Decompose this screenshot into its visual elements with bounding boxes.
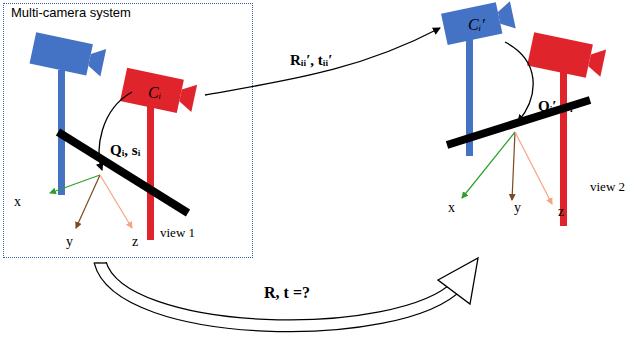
transform-label: Rᵢᵢ′, tᵢᵢ′ [290,52,332,69]
axis-label: x [448,200,455,215]
group-title: Multi-camera system [11,6,131,20]
view-label: view 2 [590,180,625,194]
view-label: view 1 [160,226,195,240]
pose-label: Qᵢ′, sᵢ′ [538,98,577,115]
camera-label: Cᵢ′ [468,16,485,34]
pose-label: Qᵢ, sᵢ [110,142,140,159]
group-box: Multi-camera system [3,3,253,258]
axis-label: y [514,200,521,215]
axis-label: y [66,234,73,249]
axis-label: z [132,234,138,249]
unknown-transform: R, t =? [264,284,310,302]
camera-label: Cᵢ [148,84,161,102]
axis-label: z [558,204,564,219]
axis-label: x [14,194,21,209]
